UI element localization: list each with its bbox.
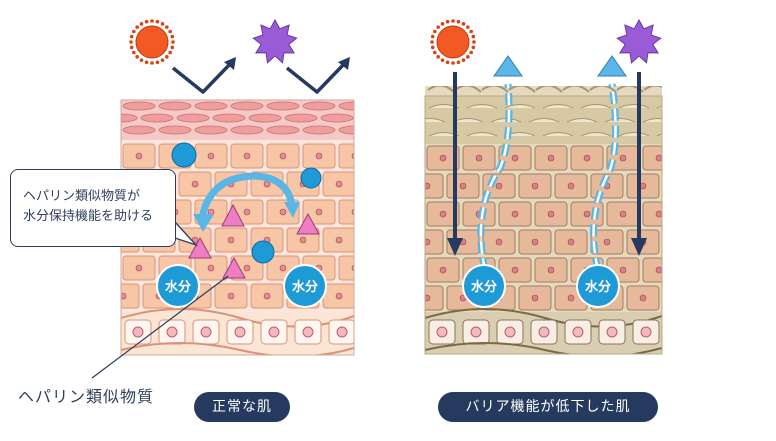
callout-line-2: 水分保持機能を助ける bbox=[23, 209, 154, 224]
pointer-line bbox=[91, 275, 229, 379]
dashed-up-arrow-icon bbox=[590, 55, 627, 271]
healthy-skin-caption: 正常な肌 bbox=[194, 392, 290, 422]
water-bubble-label: 水分 bbox=[471, 279, 497, 295]
water-drop-icon bbox=[251, 240, 275, 264]
water-drop-icon bbox=[171, 142, 197, 168]
callout-line-1: ヘパリン類似物質が bbox=[23, 189, 141, 204]
water-bubble-label: 水分 bbox=[585, 279, 611, 295]
reflect-arrow-icon bbox=[285, 60, 348, 94]
dashed-up-arrow-icon bbox=[477, 55, 523, 271]
uv-star-icon bbox=[252, 18, 298, 64]
basal-layer bbox=[428, 319, 660, 345]
heparinoid-icon bbox=[221, 203, 245, 227]
water-bubble-label: 水分 bbox=[165, 279, 191, 295]
water-bubble-label: 水分 bbox=[292, 279, 318, 295]
sun-icon bbox=[129, 19, 175, 65]
heparinoid-icon bbox=[222, 256, 246, 279]
damaged-skin-caption: バリア機能が低下した肌 bbox=[438, 392, 658, 422]
water-bubble: 水分 bbox=[283, 264, 327, 308]
heparinoid-icon bbox=[188, 236, 212, 259]
right-skin-border bbox=[424, 95, 663, 355]
uv-star-icon bbox=[616, 18, 662, 64]
basal-layer bbox=[124, 319, 354, 345]
reflect-arrow-icon bbox=[171, 60, 234, 94]
down-arrow-icon bbox=[447, 72, 463, 256]
heparinoid-callout: ヘパリン類似物質が 水分保持機能を助ける bbox=[10, 169, 176, 247]
heparinoid-label: ヘパリン類似物質 bbox=[18, 387, 155, 406]
retention-arrow-icon bbox=[198, 172, 296, 219]
water-bubble: 水分 bbox=[576, 264, 620, 308]
heparinoid-icon bbox=[296, 212, 320, 235]
water-bubble: 水分 bbox=[462, 264, 506, 308]
down-arrow-icon bbox=[631, 72, 647, 256]
water-drop-icon bbox=[300, 167, 322, 189]
stratum-corneum bbox=[121, 101, 354, 135]
water-bubble: 水分 bbox=[156, 264, 200, 308]
sun-icon bbox=[430, 19, 476, 65]
